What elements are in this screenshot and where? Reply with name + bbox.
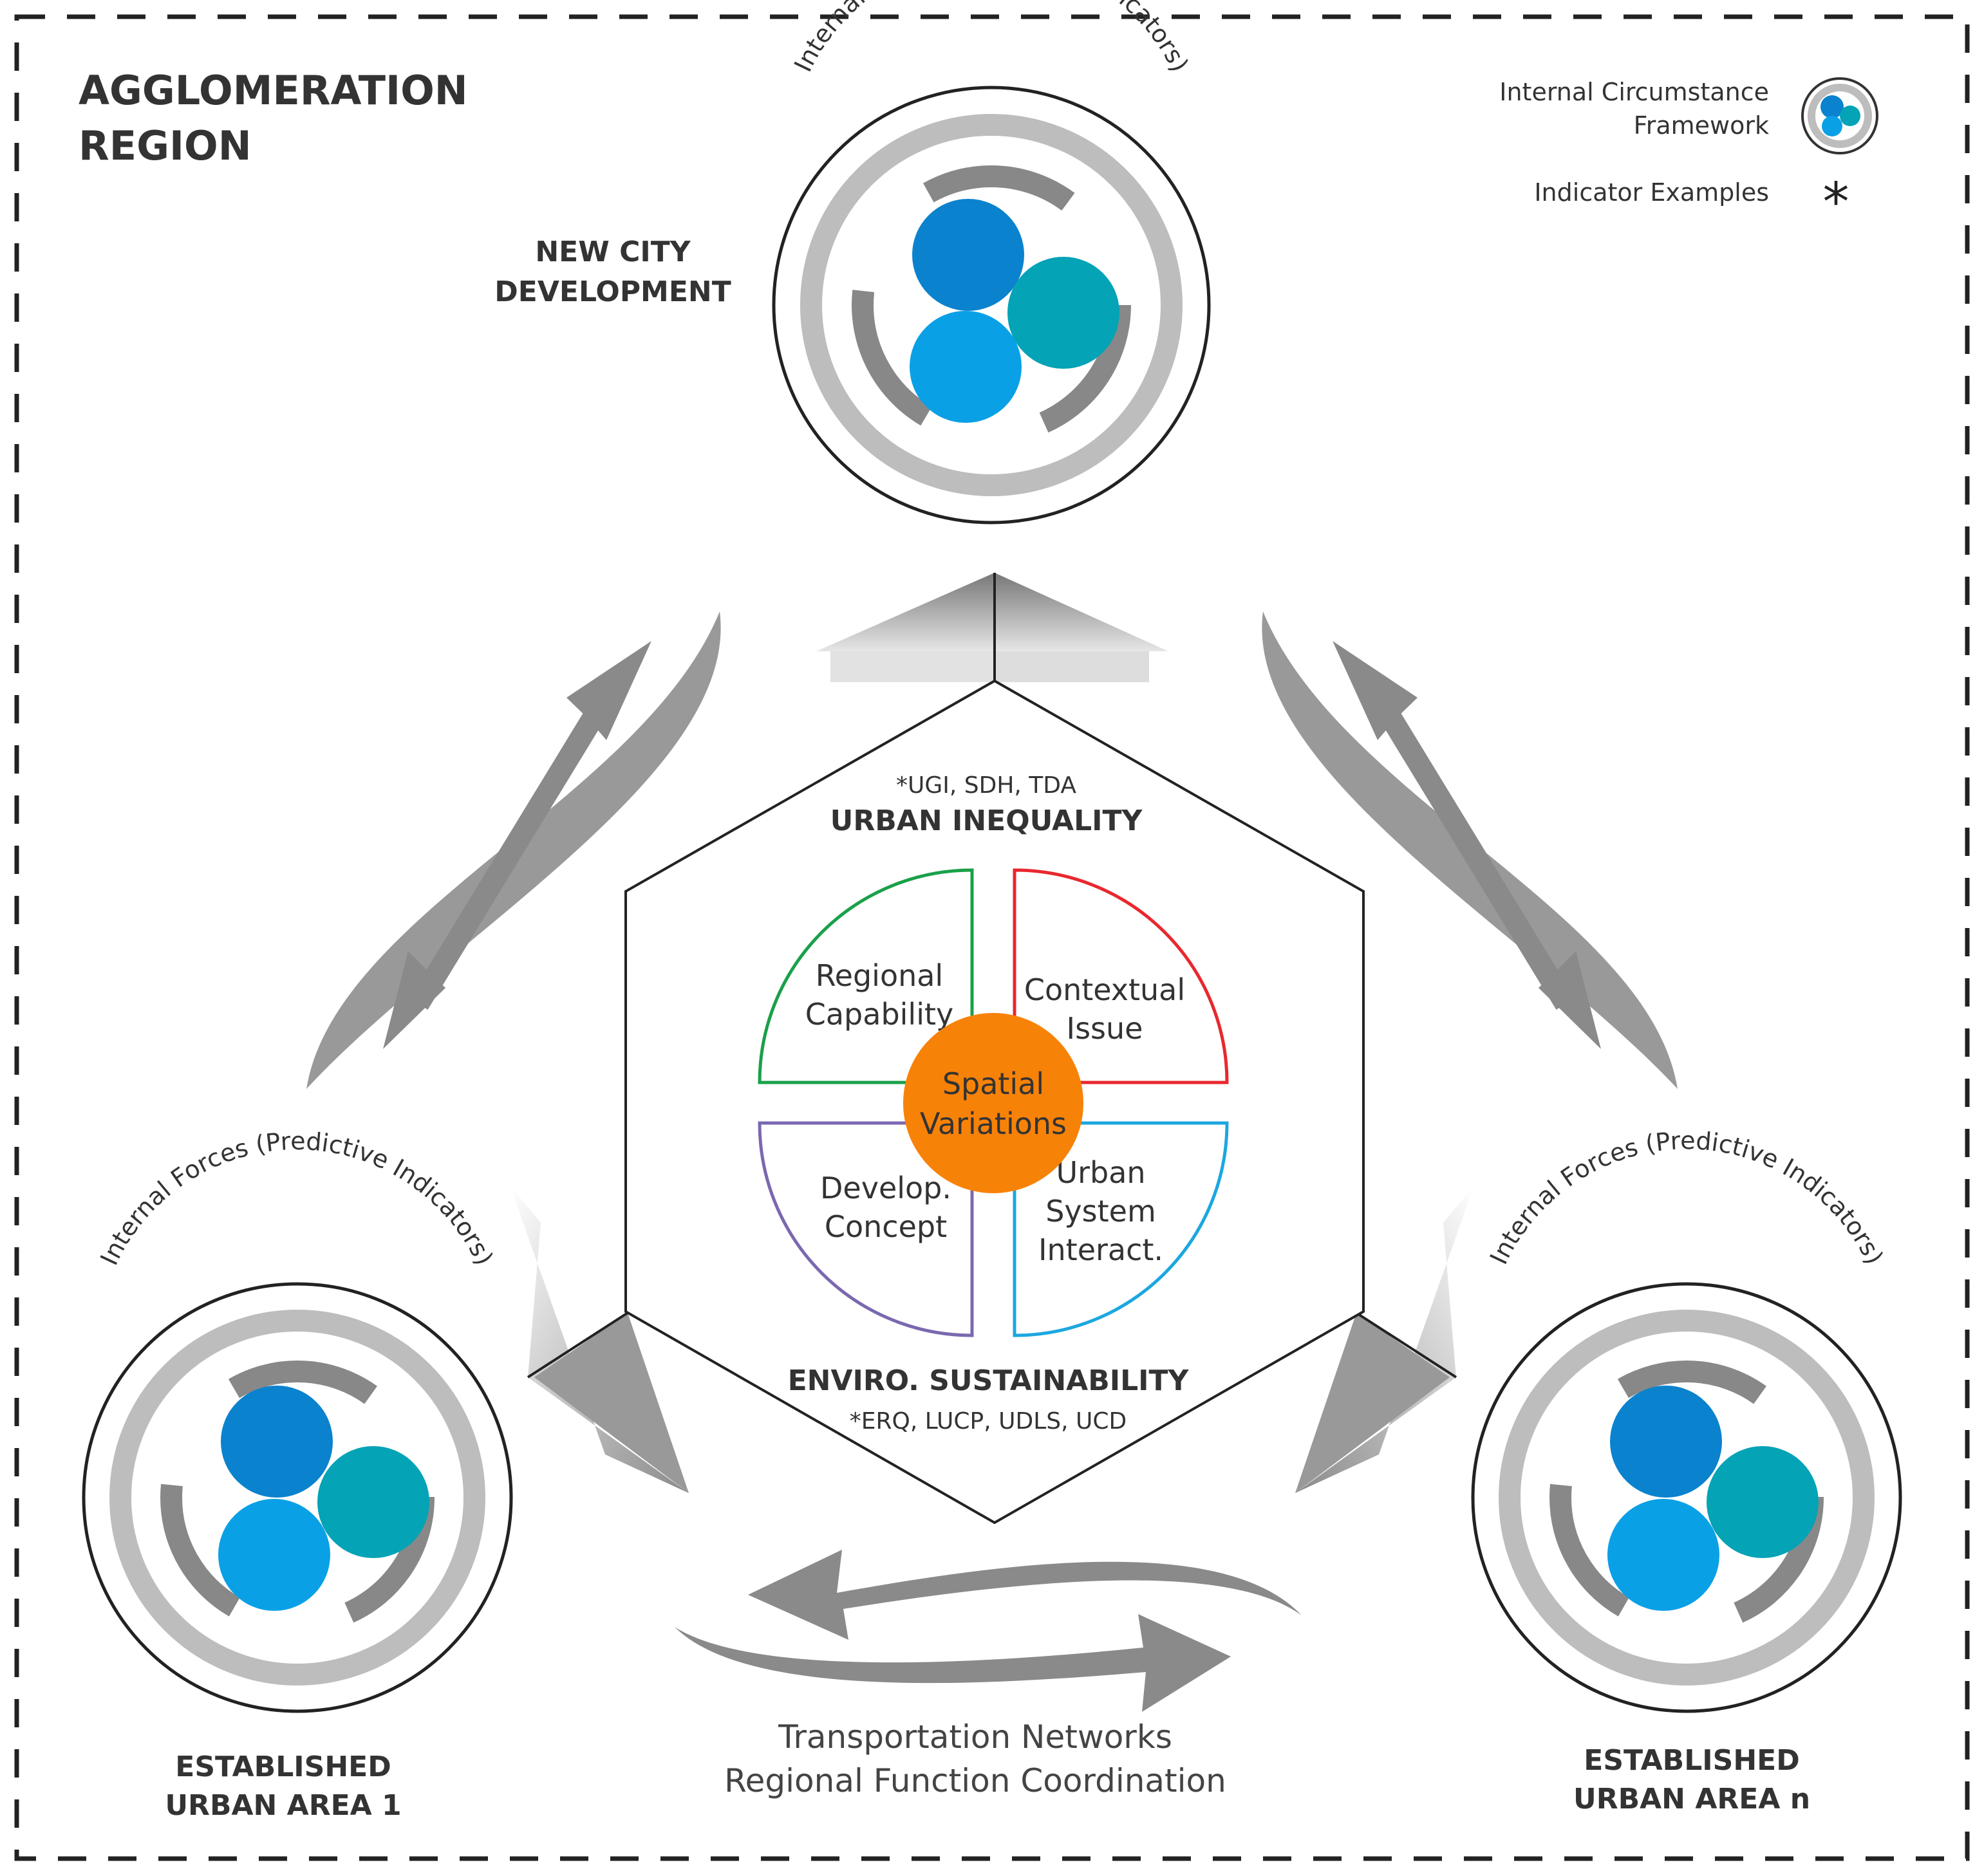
legend-framework-line1: Internal Circumstance — [1499, 78, 1769, 106]
node-right-label-line2: URBAN AREA n — [1573, 1783, 1810, 1816]
quadrant-contextual-issue — [1013, 868, 1229, 1084]
quadrant-urban-system — [1013, 1121, 1229, 1337]
double-arrow-upper-left — [383, 641, 651, 1049]
node-left-label-line2: URBAN AREA 1 — [165, 1789, 401, 1822]
region-title-line1: AGGLOMERATION — [79, 67, 468, 114]
quadrant-br-line1: Urban — [1056, 1155, 1145, 1190]
arrow-bottom-left-pointing — [748, 1550, 1302, 1640]
quadrant-regional-capability — [758, 868, 974, 1084]
hexagon-bottom-label: ENVIRO. SUSTAINABILITY — [788, 1364, 1190, 1397]
node-established-1 — [82, 1282, 513, 1713]
center-spatial-variations — [903, 1013, 1083, 1193]
arc-label-top: Internal Forces (Predictive Indicators) — [789, 0, 1194, 76]
quadrant-develop-concept — [758, 1121, 974, 1337]
double-arrow-upper-right — [1333, 641, 1601, 1049]
hexagon-top-label: URBAN INEQUALITY — [830, 804, 1143, 837]
legend-framework-line2: Framework — [1634, 111, 1769, 140]
hexagon-top-indicators: *UGI, SDH, TDA — [896, 772, 1076, 799]
center-line1: Spatial — [942, 1066, 1044, 1101]
quadrant-bl-line2: Concept — [825, 1209, 947, 1244]
arrow-bottom-right-pointing — [675, 1614, 1231, 1712]
bottom-text-line1: Transportation Networks — [778, 1718, 1172, 1756]
node-established-n — [1471, 1282, 1902, 1713]
region-title-line2: REGION — [79, 122, 252, 169]
region-border — [14, 14, 1970, 1861]
legend-indicator-label: Indicator Examples — [1534, 178, 1769, 207]
quadrant-br-line2: System — [1045, 1194, 1156, 1229]
node-left-label-line1: ESTABLISHED — [175, 1751, 391, 1783]
quadrant-tr-line2: Issue — [1067, 1011, 1143, 1046]
node-top-label-line1: NEW CITY — [535, 236, 691, 268]
pyramid-arrows — [510, 573, 1474, 1493]
hexagon-bottom-indicators: *ERQ, LUCP, UDLS, UCD — [850, 1408, 1127, 1435]
arc-label-left: Internal Forces (Predictive Indicators) — [95, 1127, 499, 1270]
node-new-city — [772, 86, 1211, 525]
bottom-text-line2: Regional Function Coordination — [724, 1762, 1226, 1799]
connector-arrows — [306, 611, 1678, 1712]
node-top-label-line2: DEVELOPMENT — [494, 275, 731, 308]
asterisk-icon: * — [1823, 172, 1849, 233]
arc-label-right: Internal Forces (Predictive Indicators) — [1484, 1126, 1889, 1268]
center-line2: Variations — [920, 1106, 1067, 1141]
legend: Internal Circumstance Framework Indicato… — [1499, 77, 1878, 233]
quadrant-tr-line1: Contextual — [1024, 972, 1185, 1007]
node-right-label-line1: ESTABLISHED — [1584, 1744, 1799, 1777]
quadrant-bl-line1: Develop. — [820, 1171, 951, 1205]
quadrant-tl-line1: Regional — [816, 958, 943, 993]
quadrant-tl-line2: Capability — [805, 997, 954, 1032]
framework-icon — [1801, 77, 1878, 154]
quadrant-br-line3: Interact. — [1038, 1232, 1163, 1267]
